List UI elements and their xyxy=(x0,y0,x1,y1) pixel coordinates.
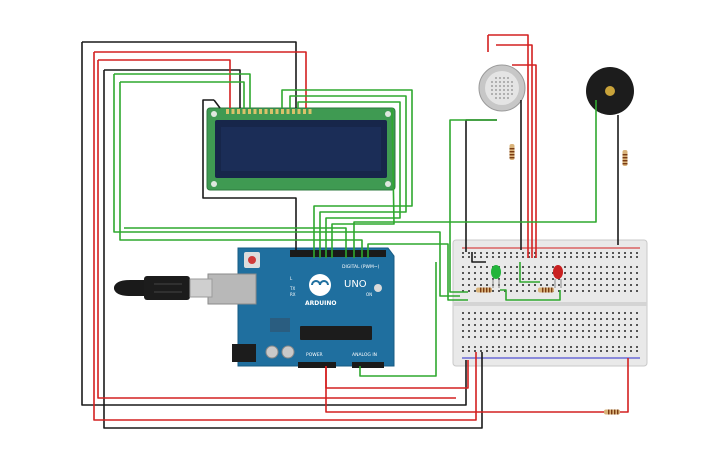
resistor-icon xyxy=(476,287,492,293)
green-led xyxy=(491,265,501,288)
lcd-pin-header xyxy=(226,109,312,114)
resistor-icon xyxy=(538,287,554,293)
breadboard xyxy=(452,239,648,367)
resistor-icon xyxy=(509,144,515,160)
resistor-icon xyxy=(622,150,628,166)
digital-header-label: DIGITAL (PWM~) xyxy=(342,264,380,270)
arduino-model-text: UNO xyxy=(344,279,367,290)
lcd-module xyxy=(206,107,396,191)
tx-label: TX xyxy=(289,286,295,291)
breadboard-holes xyxy=(462,252,638,352)
resistor-icon xyxy=(604,409,620,415)
power-header-label: POWER xyxy=(306,352,323,358)
resistors xyxy=(476,144,628,415)
red-led xyxy=(553,265,563,288)
on-label: ON xyxy=(366,292,372,297)
piezo-buzzer xyxy=(586,67,634,115)
rx-label: RX xyxy=(290,292,296,297)
usb-cable xyxy=(114,276,213,300)
gas-sensor xyxy=(478,64,526,112)
arduino-logo-text: ARDUINO xyxy=(305,300,336,307)
analog-header-label: ANALOG IN xyxy=(352,352,377,358)
wires xyxy=(81,34,629,429)
l-label: L xyxy=(290,276,293,281)
arduino-board: ARDUINO UNO DIGITAL (PWM~) POWER ANALOG … xyxy=(207,247,395,368)
